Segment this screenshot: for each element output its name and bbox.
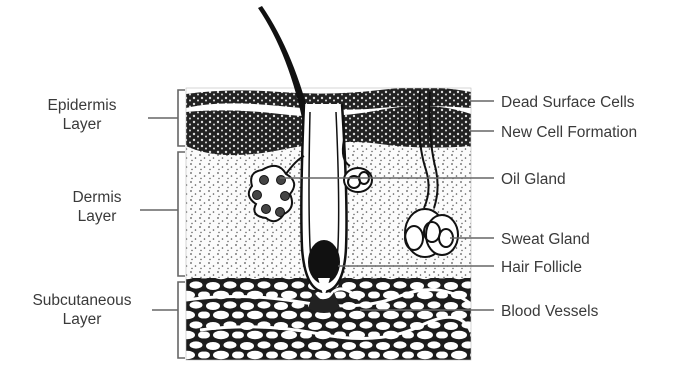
label-sweat-gland: Sweat Gland [501,231,590,248]
dermis-bracket [178,152,185,276]
layer-label-subcutaneous-line2: Layer [63,311,102,328]
label-dead-surface-cells: Dead Surface Cells [501,94,635,111]
layer-label-subcutaneous: Subcutaneous [32,292,131,309]
label-oil-gland: Oil Gland [501,171,566,188]
label-new-cell-formation: New Cell Formation [501,124,637,141]
layer-brackets [140,90,185,358]
layer-label-dermis: Dermis [72,189,121,206]
label-hair-follicle: Hair Follicle [501,259,582,276]
epidermis-bracket [178,90,185,146]
label-blood-vessels: Blood Vessels [501,303,599,320]
follicle-bulb [308,240,340,284]
layer-label-epidermis: Epidermis [48,97,117,114]
subcutaneous-bracket [178,282,185,358]
layer-label-epidermis-line2: Layer [63,116,102,133]
layer-label-dermis-line2: Layer [78,208,117,225]
